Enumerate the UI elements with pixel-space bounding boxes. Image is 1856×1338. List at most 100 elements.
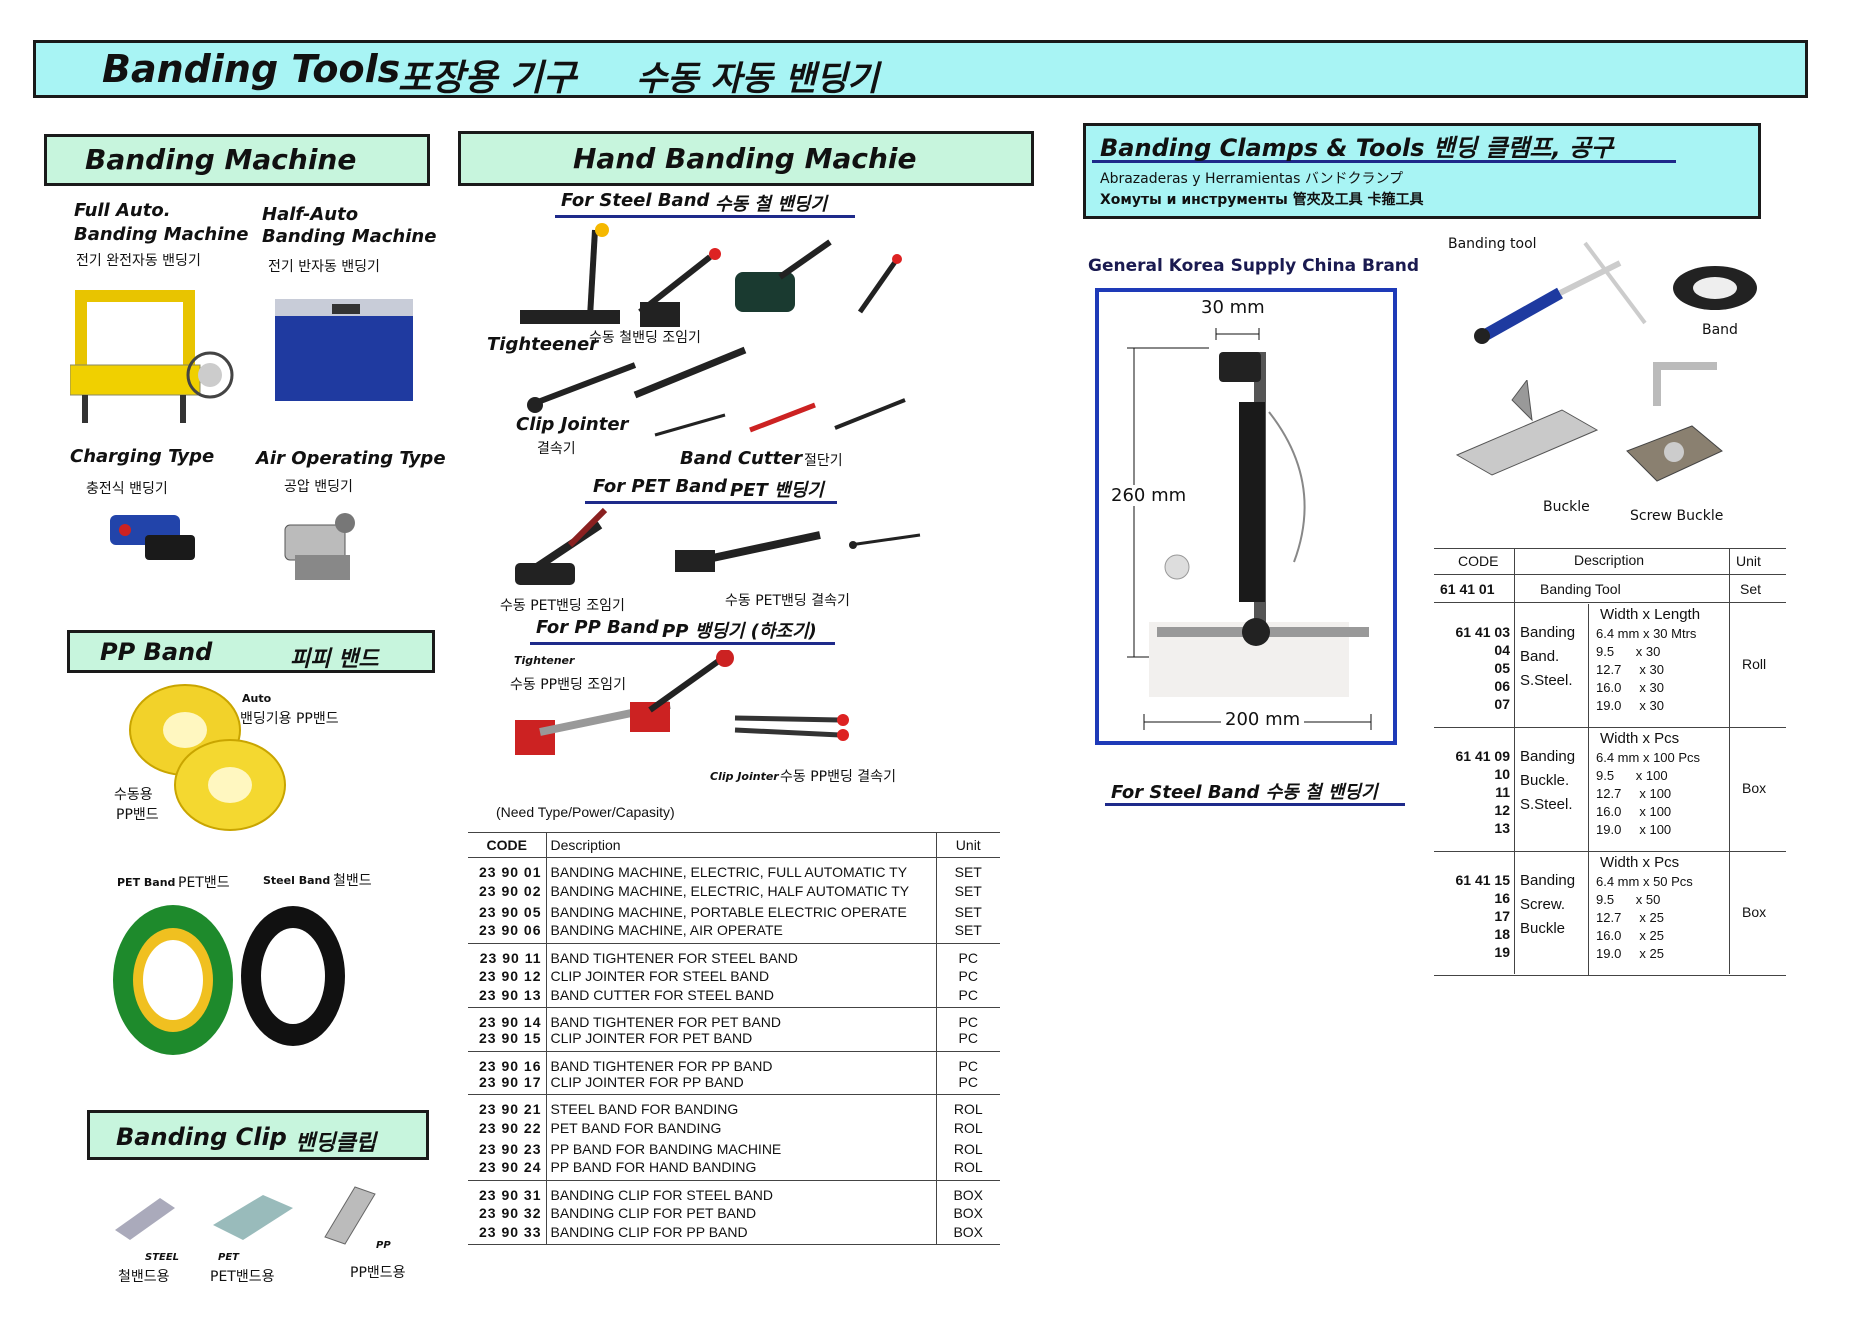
- steel-sub-ko: 수동 철 밴딩기: [715, 194, 827, 215]
- table-cell-description: CLIP JOINTER FOR PP BAND: [545, 1073, 936, 1095]
- header-banner: Banding Tools 포장용 기구 수동 자동 밴딩기: [33, 40, 1808, 99]
- table-cell-description: BAND TIGHTENER FOR PET BAND: [545, 1007, 936, 1030]
- right-item-name: S.Steel.: [1520, 672, 1573, 689]
- table-cell-description: PP BAND FOR BANDING MACHINE: [545, 1138, 936, 1159]
- table-cell-description: PET BAND FOR BANDING: [545, 1117, 936, 1138]
- charging-type-label-ko: 충전식 밴딩기: [86, 481, 168, 497]
- right-spec-row: 16.0 x 100: [1596, 804, 1672, 819]
- table-cell-unit: PC: [935, 986, 1000, 1008]
- tool-dimension-frame: 30 mm 260 mm 200 mm: [1095, 288, 1397, 745]
- screw-buckle-image: [1626, 362, 1723, 482]
- right-spec-row: 19.0 x 100: [1596, 822, 1672, 837]
- half-auto-label-2: Banding Machine: [262, 226, 437, 247]
- half-auto-label-1: Half-Auto: [262, 204, 359, 225]
- dim-260-label: 260 mm: [1111, 485, 1187, 506]
- dim-30-label: 30 mm: [1201, 297, 1265, 318]
- pp-clip-label: PP: [376, 1240, 391, 1251]
- table-cell-description: BANDING CLIP FOR PP BAND: [545, 1223, 936, 1245]
- clip-jointer-cutter-image: [527, 346, 906, 437]
- table-cell-description: STEEL BAND FOR BANDING: [545, 1094, 936, 1117]
- right-inner-divider: [1588, 728, 1589, 852]
- table-cell-code: 23 90 12: [479, 968, 542, 984]
- right-spec-row: 12.7 x 30: [1596, 662, 1664, 677]
- table-cell-unit: ROL: [935, 1159, 1000, 1180]
- table-cell-code: 23 90 13: [479, 986, 542, 1003]
- right-spec-row: 16.0 x 30: [1596, 680, 1664, 695]
- table-cell-description: BANDING MACHINE, ELECTRIC, HALF AUTOMATI…: [545, 880, 936, 901]
- pp-band-header: PP Band 피피 밴드: [67, 630, 435, 673]
- table-cell-unit: SET: [935, 901, 1000, 922]
- tool-row-desc: Banding Tool: [1540, 581, 1621, 597]
- right-unit: Box: [1742, 904, 1767, 920]
- table-cell-description: BAND CUTTER FOR STEEL BAND: [545, 986, 936, 1008]
- right-spec-header: Width x Pcs: [1600, 730, 1680, 747]
- table-cell-code: 23 90 21: [468, 1094, 546, 1117]
- clamps-line-es: Abrazaderas y Herramientas バンドクランプ: [1100, 171, 1404, 187]
- table-cell-code: 23 90 14: [468, 1007, 546, 1030]
- clamps-title: Banding Clamps & Tools 밴딩 클램프, 공구: [1100, 134, 1614, 162]
- hand-banding-header: Hand Banding Machie: [458, 131, 1034, 186]
- right-unit-header: Unit: [1736, 553, 1761, 569]
- pet-tightener-label-ko: 수동 PET밴딩 조임기: [500, 598, 625, 614]
- tighteneer-label-ko: 수동 철밴딩 조임기: [589, 330, 701, 346]
- banding-tool-drawing: [1127, 328, 1372, 730]
- right-spec-row: 9.5 x 100: [1596, 768, 1668, 783]
- right-unit: Roll: [1742, 656, 1767, 672]
- header-title-ko1: 포장용 기구: [398, 58, 577, 99]
- table-cell-unit: SET: [935, 880, 1000, 901]
- air-type-label-ko: 공압 밴딩기: [284, 479, 353, 495]
- pet-sub-ko: PET 밴딩기: [730, 480, 824, 501]
- pet-clip-jointer-label-ko: 수동 PET밴딩 결속기: [725, 593, 850, 609]
- tool-row-code: 61 41 01: [1440, 581, 1495, 597]
- pp-band-subheader: For PP Band PP 뱅딩기 (하조기): [530, 617, 835, 645]
- table-cell-unit: ROL: [935, 1117, 1000, 1138]
- table-cell-unit: SET: [935, 857, 1000, 880]
- pet-sub-en: For PET Band: [593, 476, 728, 497]
- right-inner-divider: [1588, 604, 1589, 728]
- table-cell-unit: PC: [935, 965, 1000, 987]
- right-code: 13: [1494, 820, 1510, 836]
- right-code: 12: [1494, 802, 1510, 818]
- table-bottom-rule: [468, 1244, 1000, 1247]
- table-cell-code: 23 90 11: [468, 942, 546, 966]
- right-item-name: Banding: [1520, 872, 1576, 889]
- pet-clip-image: [213, 1195, 293, 1240]
- right-spec-row: 19.0 x 25: [1596, 946, 1664, 961]
- right-item-name: Band.: [1520, 648, 1560, 665]
- right-spec-row: 19.0 x 30: [1596, 698, 1664, 713]
- right-divider-2: [1729, 548, 1730, 974]
- right-code: 11: [1495, 784, 1510, 800]
- pet-tools-image: [515, 507, 921, 585]
- brand-label: General Korea Supply China Brand: [1088, 256, 1420, 276]
- buckle-image: [1455, 380, 1599, 476]
- right-item-name: S.Steel.: [1520, 796, 1573, 813]
- table-cell-code: 23 90 17: [479, 1073, 542, 1090]
- full-auto-machine-image: [70, 290, 234, 423]
- pp-sub-en: For PP Band: [536, 617, 659, 638]
- table-cell-code: 23 90 24: [479, 1159, 542, 1176]
- table-cell-unit: BOX: [935, 1202, 1000, 1224]
- right-spec-row: 12.7 x 25: [1596, 910, 1664, 925]
- table-cell-code: 23 90 15: [479, 1030, 542, 1047]
- table-cell-unit: BOX: [935, 1179, 1000, 1203]
- steel-band-footer: For Steel Band 수동 철 밴딩기: [1105, 778, 1405, 806]
- table-cell-description: CLIP JOINTER FOR STEEL BAND: [545, 965, 936, 987]
- pp-clip-jointer-label-ko: 수동 PP밴딩 결속기: [780, 769, 896, 785]
- table-cell-code: 23 90 33: [479, 1223, 542, 1240]
- pet-clip-label: PET: [218, 1252, 239, 1263]
- table-cell-code: 23 90 32: [479, 1205, 542, 1221]
- pet-steel-band-image: [113, 905, 345, 1055]
- steel-sub-en: For Steel Band: [561, 190, 710, 211]
- steel-band-footer-text: For Steel Band 수동 철 밴딩기: [1111, 782, 1378, 803]
- right-spec-row: 12.7 x 100: [1596, 786, 1672, 801]
